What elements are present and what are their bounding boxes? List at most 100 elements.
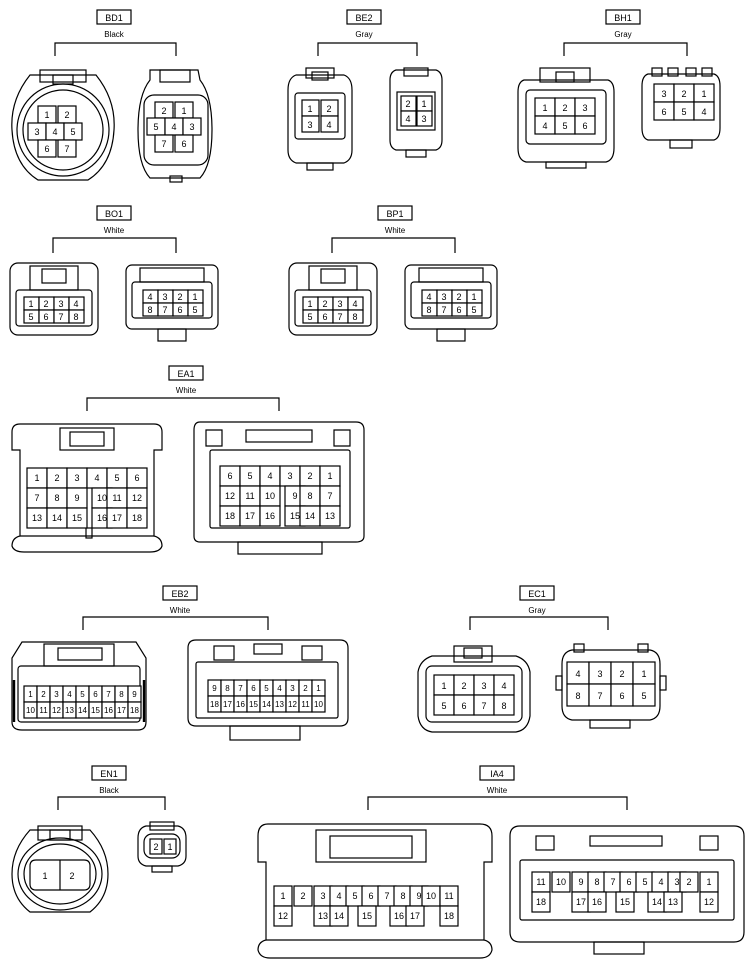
pin-number: 10 [97, 493, 107, 503]
connector-color-label: Black [99, 786, 120, 795]
pin-number: 6 [227, 471, 232, 481]
pin-number: 16 [104, 706, 113, 715]
pin-cell [416, 110, 433, 127]
connector-group-en1: EN1 Black 1 2 2 1 [11, 765, 187, 913]
pin-number: 9 [74, 493, 79, 503]
pin-number: 4 [701, 107, 706, 117]
connector-color-label: Gray [528, 606, 545, 615]
connector-group-be2: BE2 Gray 1 2 3 4 2 1 4 [287, 9, 443, 171]
pin-number: 11 [536, 877, 545, 887]
pin-cell [293, 885, 313, 907]
pin-number: 16 [592, 897, 602, 907]
pin-number: 14 [262, 700, 271, 709]
pin-number: 2 [405, 99, 410, 109]
pin-cell [301, 115, 320, 133]
pin-number: 3 [421, 114, 426, 124]
connector-group-ia4: IA4 White [257, 765, 745, 959]
pin-number: 6 [626, 877, 631, 887]
pin-number: 18 [536, 897, 546, 907]
pin-number: 2 [300, 891, 305, 901]
pin-number: 1 [28, 299, 33, 309]
pin-number: 1 [542, 103, 547, 113]
pin-number: 8 [73, 312, 78, 322]
pin-number: 7 [64, 144, 69, 154]
pin-number: 11 [245, 491, 254, 501]
pin-cell [154, 134, 174, 153]
pin-number: 8 [575, 691, 580, 701]
connector-group-ec1: EC1 Gray 1 2 3 4 5 6 7 8 [417, 585, 667, 733]
pin-number: 15 [290, 511, 300, 521]
pin-number: 1 [192, 292, 197, 302]
connector-group-bo1: BO1 White 1 2 3 4 5 6 7 8 [9, 205, 219, 342]
pin-number: 2 [54, 473, 59, 483]
pin-number: 1 [280, 891, 285, 901]
pin-number: 1 [441, 681, 446, 691]
pin-number: 2 [303, 684, 308, 693]
pin-number: 9 [416, 891, 421, 901]
pin-number: 3 [34, 127, 39, 137]
pin-number: 6 [177, 305, 182, 315]
pin-number: 18 [210, 700, 219, 709]
pin-number: 7 [238, 684, 243, 693]
connector-color-label: White [170, 606, 191, 615]
connector-ia4-harness-side [257, 823, 493, 959]
pin-cell [587, 891, 607, 913]
pin-number: 13 [65, 706, 74, 715]
pin-number: 5 [28, 312, 33, 322]
pin-cell [347, 309, 364, 324]
connector-color-label: Gray [355, 30, 372, 39]
pin-number: 18 [444, 911, 454, 921]
pin-number: 6 [661, 107, 666, 117]
pin-cell [126, 507, 148, 529]
pin-number: 2 [161, 106, 166, 116]
pin-cell [574, 115, 596, 135]
pin-number: 7 [481, 701, 486, 711]
connector-bd1-harness-side: 1 2 3 4 5 6 7 [11, 69, 115, 181]
connector-eb2-device-side [187, 639, 349, 741]
pin-number: 5 [153, 122, 158, 132]
pin-number: 1 [28, 690, 33, 699]
pin-number: 5 [642, 877, 647, 887]
pin-number: 3 [582, 103, 587, 113]
pin-number: 2 [69, 871, 74, 881]
pin-number: 4 [658, 877, 663, 887]
pin-cell [405, 905, 425, 927]
pin-number: 13 [668, 897, 678, 907]
connector-be2-harness-side: 1 2 3 4 [287, 67, 353, 171]
pin-number: 3 [287, 471, 292, 481]
pin-number: 17 [117, 706, 126, 715]
pin-number: 2 [41, 690, 46, 699]
connector-code-box [377, 205, 413, 221]
pin-number: 4 [67, 690, 72, 699]
pairing-bracket [469, 616, 609, 630]
pin-cell [615, 891, 635, 913]
pin-cell [531, 891, 551, 913]
connector-group-ea1: EA1 White [11, 365, 365, 555]
pin-number: 6 [93, 690, 98, 699]
pin-number: 9 [132, 690, 137, 699]
connector-code-box [346, 9, 382, 25]
connector-color-label: White [104, 226, 125, 235]
pin-number: 13 [325, 511, 335, 521]
pin-number: 6 [582, 121, 587, 131]
pin-number: 17 [245, 511, 255, 521]
pin-cell [693, 101, 715, 121]
pin-number: 6 [322, 312, 327, 322]
connector-code-label: EN1 [100, 769, 118, 779]
pin-number: 4 [501, 681, 506, 691]
pin-number: 1 [44, 110, 49, 120]
pin-number: 5 [192, 305, 197, 315]
pin-number: 1 [307, 104, 312, 114]
pin-number: 12 [225, 491, 235, 501]
connector-code-label: BH1 [614, 13, 632, 23]
connector-ec1-harness-side: 1 2 3 4 5 6 7 8 [417, 645, 531, 733]
pin-cell [127, 701, 142, 719]
pin-number: 12 [278, 911, 288, 921]
connector-en1-harness-side: 1 2 [11, 825, 109, 913]
pin-cell [400, 110, 417, 127]
pin-number: 5 [352, 891, 357, 901]
connector-ea1-harness-side [11, 423, 163, 553]
pin-number: 8 [54, 493, 59, 503]
